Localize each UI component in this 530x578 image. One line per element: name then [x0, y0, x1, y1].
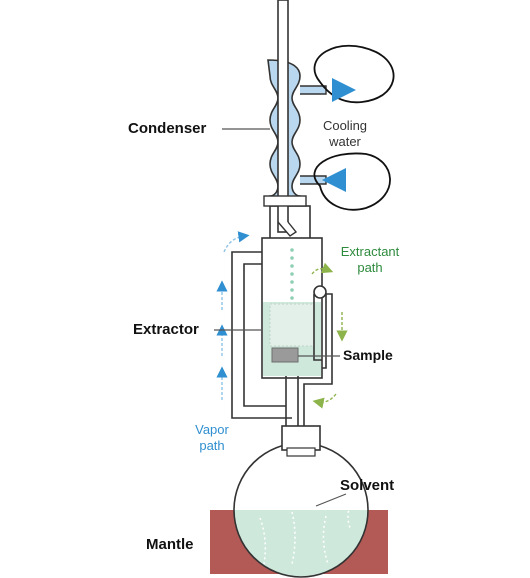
cooling-water-label-line2: water — [329, 134, 361, 149]
solvent-label: Solvent — [340, 477, 395, 494]
sample-block — [271, 347, 299, 363]
extractant-path-label-line1: Extractant — [340, 244, 400, 259]
extractant-path-label: Extractant path — [330, 244, 410, 276]
mantle-label: Mantle — [146, 536, 194, 553]
cooling-water-label-line1: Cooling — [322, 118, 368, 133]
vapor-side-arm — [231, 251, 292, 419]
vapor-path-label-line2: path — [199, 438, 225, 453]
extractant-path-label-line2: path — [357, 260, 383, 275]
cooling-water-loop-bottom — [313, 152, 391, 211]
extractor-chamber — [261, 205, 323, 426]
cooling-water-label: Cooling water — [312, 118, 378, 150]
condenser-label: Condenser — [128, 120, 207, 137]
siphon-tube — [303, 285, 333, 426]
vapor-flow-arrows — [216, 231, 250, 400]
porous-thimble — [269, 303, 315, 347]
sample-label: Sample — [343, 347, 393, 363]
condenser — [263, 0, 327, 237]
vapor-path-label-line1: Vapor — [195, 422, 229, 437]
extractant-flow-arrows — [311, 262, 348, 409]
solvent-leader — [315, 493, 347, 507]
extractor-label: Extractor — [133, 321, 199, 338]
round-bottom-flask — [233, 425, 369, 578]
vapor-path-label: Vapor path — [186, 422, 238, 454]
